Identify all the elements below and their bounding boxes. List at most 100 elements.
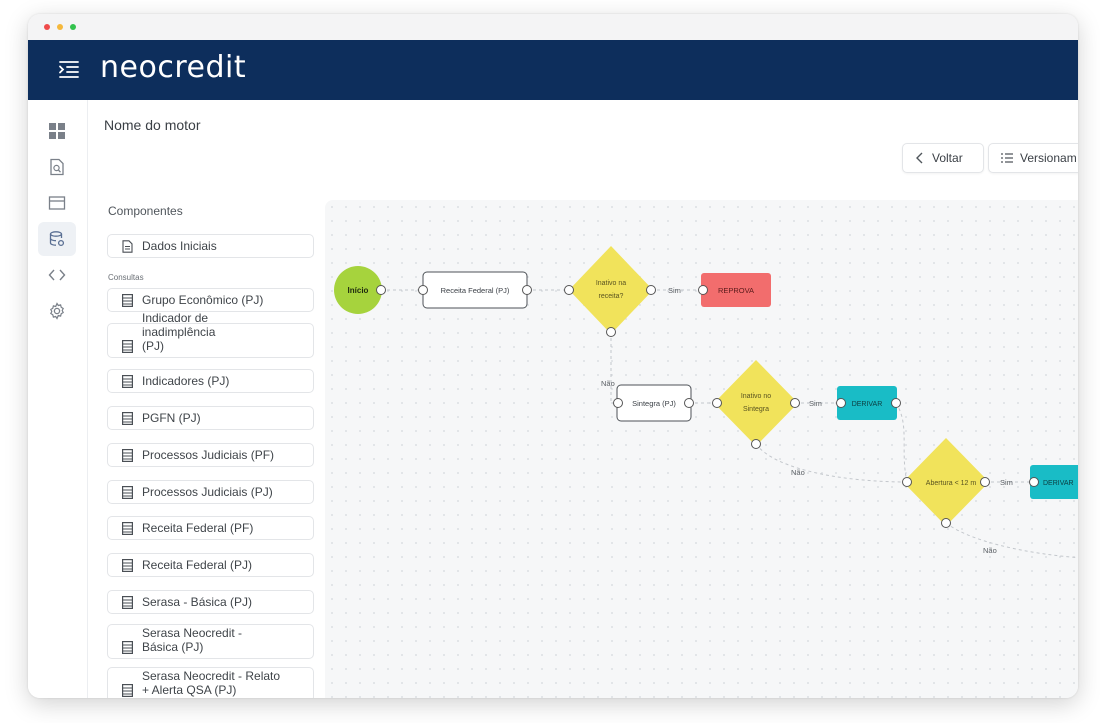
component-label: Processos Judiciais (PF) [142,448,275,462]
component-label: Serasa - Básica (PJ) [142,595,253,609]
flow-port[interactable] [418,285,428,295]
flow-port[interactable] [712,398,722,408]
component-item[interactable]: Indicadores (PJ) [107,369,314,393]
component-label: Dados Iniciais [142,239,217,253]
component-item[interactable]: Processos Judiciais (PF) [107,443,314,467]
flow-port[interactable] [941,518,951,528]
component-label: Serasa Neocredit - Relato + Alerta QSA (… [142,669,281,697]
window-maximize-dot[interactable] [70,24,76,30]
nav-database-engine[interactable] [38,222,76,256]
flow-deriva-node[interactable] [1030,465,1078,499]
flow-reprova-node[interactable] [701,273,771,307]
flow-port[interactable] [376,285,386,295]
component-item[interactable]: Receita Federal (PJ) [107,553,314,577]
menu-collapse-icon[interactable] [58,58,80,80]
flow-port[interactable] [613,398,623,408]
flow-port[interactable] [606,327,616,337]
flow-port[interactable] [751,439,761,449]
document-icon [122,239,133,253]
versions-button-label: Versionam [1020,151,1077,165]
code-brackets-icon [48,269,66,281]
flow-decision1-label-2: receita? [599,293,624,300]
flow-decision-receita[interactable] [569,246,653,334]
section-consultas-label: Consultas [108,273,144,282]
window-minimize-dot[interactable] [57,24,63,30]
flow-decision3-label: Abertura < 12 m [926,480,977,487]
components-title: Componentes [108,204,183,218]
back-button[interactable]: Voltar [902,143,984,173]
chevron-left-icon [916,152,923,164]
versions-button[interactable]: Versionam [988,143,1078,173]
component-label: Indicador de inadimplência (PJ) [142,311,216,353]
flow-reprova-label: REPROVA [718,286,754,295]
window-close-dot[interactable] [44,24,50,30]
flow-port[interactable] [646,285,656,295]
flow-receita-label: Receita Federal (PJ) [441,286,510,295]
flow-port[interactable] [891,398,901,408]
component-label: Receita Federal (PJ) [142,558,253,572]
table-icon [122,558,133,572]
flow-port[interactable] [836,398,846,408]
flow-deriva-node[interactable] [837,386,897,420]
document-search-icon [50,158,64,176]
nav-card[interactable] [38,186,76,220]
component-label: Processos Judiciais (PJ) [142,485,273,499]
component-item[interactable]: PGFN (PJ) [107,406,314,430]
table-icon [122,641,133,654]
flow-decision-sintegra[interactable] [714,360,798,446]
table-icon [122,485,133,499]
table-icon [122,448,133,462]
database-settings-icon [49,231,65,247]
component-label: PGFN (PJ) [142,411,201,425]
flow-diagram: Início Receita Federal (PJ) Inativo na r… [334,246,1078,559]
flow-edge-yes-label: Sim [1000,478,1013,487]
flow-canvas[interactable]: Início Receita Federal (PJ) Inativo na r… [325,200,1078,698]
component-item[interactable]: Serasa Neocredit - Básica (PJ) [107,624,314,659]
flow-decision2-label-2: Sintegra [743,406,769,413]
flow-edge-yes-label: Sim [809,399,822,408]
table-icon [122,293,133,307]
flow-edge-no-label: Não [601,379,615,388]
page-title: Nome do motor [104,117,201,133]
flow-decision1-label-1: Inativo na [596,280,626,287]
nav-code[interactable] [38,258,76,292]
nav-settings[interactable] [38,294,76,328]
flow-port[interactable] [698,285,708,295]
component-item[interactable]: Indicador de inadimplência (PJ) [107,311,314,358]
flow-start-label: Início [348,286,369,295]
side-navigation [28,100,88,698]
card-icon [48,196,66,210]
flow-edge-no-label: Não [983,546,997,555]
table-icon [122,595,133,609]
nav-dashboard[interactable] [38,114,76,148]
back-button-label: Voltar [932,151,963,165]
component-label: Indicadores (PJ) [142,374,230,388]
component-item[interactable]: Processos Judiciais (PJ) [107,480,314,504]
flow-decision-abertura[interactable] [903,438,989,526]
flow-start-node[interactable] [334,266,382,314]
flow-port[interactable] [1029,477,1039,487]
flow-port[interactable] [902,477,912,487]
table-icon [122,521,133,535]
flow-edge-no-label: Não [791,468,805,477]
gear-icon [50,302,64,320]
component-item[interactable]: Serasa Neocredit - Relato + Alerta QSA (… [107,667,314,698]
component-label: Receita Federal (PF) [142,521,254,535]
component-label: Grupo Econômico (PJ) [142,293,264,307]
flow-port[interactable] [684,398,694,408]
flow-port[interactable] [790,398,800,408]
component-item[interactable]: Receita Federal (PF) [107,516,314,540]
flow-port[interactable] [980,477,990,487]
flow-decision2-label-1: Inativo no [741,393,771,400]
component-item[interactable]: Grupo Econômico (PJ) [107,288,314,312]
nav-document-search[interactable] [38,150,76,184]
flow-port[interactable] [564,285,574,295]
flow-port[interactable] [522,285,532,295]
table-icon [122,340,133,353]
brand-logo: neocredit [100,50,247,85]
component-item[interactable]: Serasa - Básica (PJ) [107,590,314,614]
flow-deriva2-label: DERIVAR [1043,480,1074,487]
flow-deriva1-label: DERIVAR [852,401,883,408]
app-window: neocredit [28,14,1078,698]
component-initial-data[interactable]: Dados Iniciais [107,234,314,258]
